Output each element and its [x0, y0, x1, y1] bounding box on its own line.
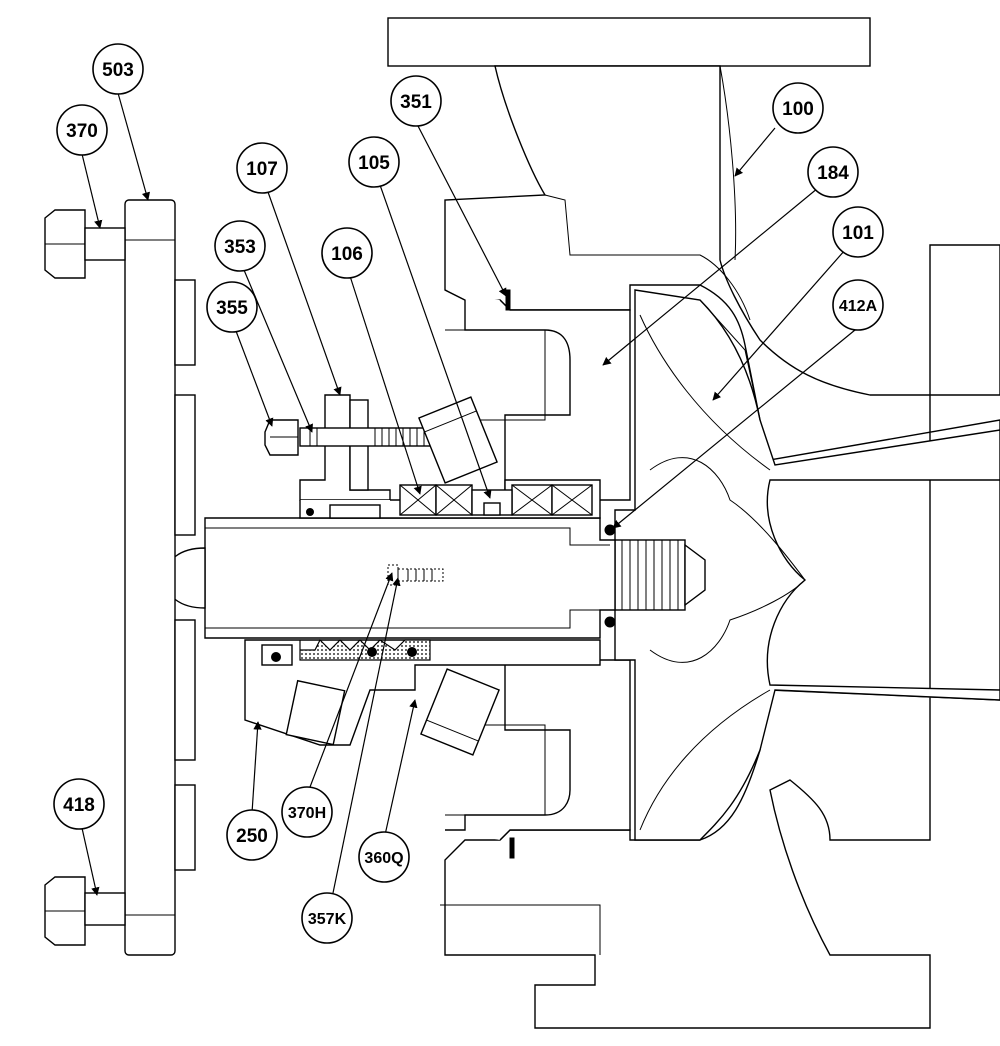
shaft — [204, 517, 616, 639]
callout-360Q-label: 360Q — [364, 850, 403, 867]
callout-370-label: 370 — [66, 121, 98, 142]
gasket-351-lower — [509, 837, 515, 859]
callout-100: 100 — [772, 82, 824, 134]
adapter-rib-2 — [174, 394, 196, 536]
callout-100-label: 100 — [782, 99, 814, 120]
callout-357K-label: 357K — [308, 911, 347, 928]
casing-100 — [444, 65, 1000, 1029]
callout-351: 351 — [390, 75, 442, 127]
impeller-bolt-tip — [684, 543, 706, 607]
impeller-shroud — [699, 299, 761, 421]
casing-inner-upper — [544, 194, 751, 321]
lantern-ring-inner — [483, 502, 501, 516]
seal-gland-o-ring — [271, 652, 281, 662]
impeller-101 — [614, 289, 1000, 841]
callout-412A-label: 412A — [839, 298, 878, 315]
bolt-370 — [44, 209, 126, 279]
impeller-hub-curve-lower — [649, 579, 806, 663]
packing-rings-106 — [399, 484, 593, 516]
cover-recess-lower — [445, 724, 546, 816]
callout-412A: 412A — [832, 279, 884, 331]
callout-355-label: 355 — [216, 298, 248, 319]
discharge-flange — [387, 17, 871, 67]
cover-recess-upper — [445, 329, 546, 421]
callout-353: 353 — [214, 220, 266, 272]
gland-107 — [299, 394, 391, 501]
gasket-351-upper — [505, 289, 511, 311]
adapter-rib-4 — [174, 784, 196, 871]
callout-355: 355 — [206, 281, 258, 333]
callout-360Q: 360Q — [358, 831, 410, 883]
seal-flush-port — [285, 679, 346, 746]
callout-184: 184 — [807, 146, 859, 198]
seal-o-ring-2 — [407, 647, 417, 657]
callout-353-label: 353 — [224, 237, 256, 258]
callout-503: 503 — [92, 43, 144, 95]
o-ring-small — [306, 508, 314, 516]
lantern-ring-slot — [329, 504, 381, 519]
flush-plug-upper — [418, 396, 498, 484]
callout-106-label: 106 — [331, 244, 363, 265]
callout-101: 101 — [832, 206, 884, 258]
callout-357K: 357K — [301, 892, 353, 944]
callout-101-label: 101 — [842, 223, 874, 244]
adapter-rib-3 — [174, 619, 196, 761]
casing-outer-curve — [719, 65, 737, 261]
bolt-418 — [44, 876, 126, 946]
callout-370: 370 — [56, 104, 108, 156]
callout-503-label: 503 — [102, 60, 134, 81]
callout-418-label: 418 — [63, 795, 95, 816]
callout-106: 106 — [321, 227, 373, 279]
callout-250: 250 — [226, 809, 278, 861]
casing-inner-lower — [440, 904, 601, 955]
impeller-hub-curve — [649, 457, 806, 581]
callout-107: 107 — [236, 142, 288, 194]
impeller-bolt — [614, 539, 686, 611]
seal-o-ring-1 — [367, 647, 377, 657]
impeller-vane-upper — [639, 314, 771, 471]
o-ring-412A-lower — [604, 616, 616, 628]
o-ring-412A-upper — [604, 524, 616, 536]
callout-184-label: 184 — [817, 163, 849, 184]
adapter-rib-1 — [174, 279, 196, 366]
callout-351-label: 351 — [400, 92, 432, 113]
impeller-vane-lower — [639, 689, 771, 831]
adapter-plate-503 — [124, 199, 176, 956]
leader-lines — [81, 92, 856, 896]
callout-370H: 370H — [281, 786, 333, 838]
callout-370H-label: 370H — [288, 805, 326, 822]
callout-105: 105 — [348, 136, 400, 188]
callout-107-label: 107 — [246, 159, 278, 180]
shaft-step-upper — [205, 527, 610, 546]
flush-plug-lower — [420, 668, 500, 756]
callout-105-label: 105 — [358, 153, 390, 174]
impeller-bolt-threads — [621, 540, 679, 610]
callout-250-label: 250 — [236, 826, 268, 847]
callout-418: 418 — [53, 778, 105, 830]
